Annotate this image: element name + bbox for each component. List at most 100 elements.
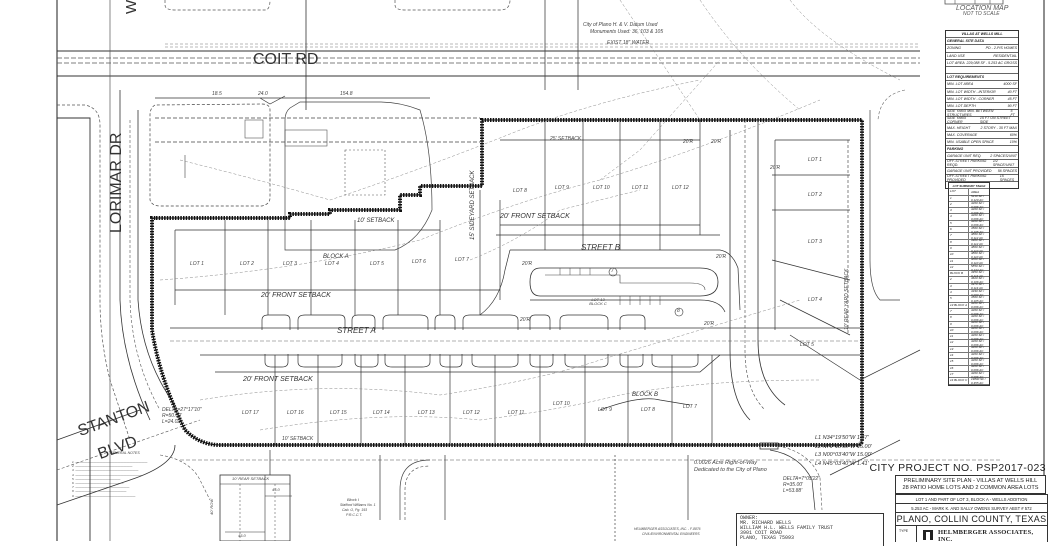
- lot-id: 10: [949, 252, 969, 258]
- lot-id: 16: [949, 365, 969, 371]
- plan-title-line2: 28 PATIO HOME LOTS AND 2 COMMON AREA LOT…: [902, 485, 1039, 491]
- lot-label: LOT 3: [283, 261, 297, 267]
- lot-area: 4200 SF / 0.096 AC: [971, 351, 984, 360]
- site-data-title: VILLAS AT WELLS MILL: [946, 31, 1018, 39]
- site-data-value: 2 SPACES/UNIT: [990, 154, 1017, 159]
- general-notes-title: GENERAL NOTES: [110, 451, 140, 455]
- detail-dim-2: 45.0: [238, 533, 246, 538]
- curve-west-length: L=24.02': [162, 419, 182, 425]
- lot-label: LOT 2: [240, 261, 254, 267]
- lot-area: 4330 SF / 0.099 AC: [971, 288, 984, 297]
- engineer-line1: HELMBERGER ASSOCIATES, INC. - F-8876: [634, 527, 701, 531]
- parking-count-7: 7: [611, 268, 614, 274]
- datum-note-line1: City of Plano H. & V. Datum Used: [583, 22, 658, 28]
- curve-east-length: L=53.88': [783, 488, 803, 494]
- lot-area: 4860 SF / 0.112 AC: [971, 232, 984, 241]
- site-data-value: RESIDENTIAL: [993, 53, 1017, 58]
- site-data-key: MIN. LOT WIDTH - INTERIOR: [947, 89, 996, 94]
- site-data-value: 15 SPACES: [999, 173, 1015, 182]
- line-table-row: L2 N79°18'50"W 15.00': [815, 443, 872, 450]
- lot-area: 19800 SF / 0.455 AC: [971, 376, 986, 385]
- owner-line: PLANO, TEXAS 75093: [740, 535, 795, 541]
- lot-label: LOT 12: [463, 410, 480, 416]
- lot-id: 8: [949, 239, 969, 245]
- sideyard-setback-label: 15' SIDEYARD SETBACK: [470, 170, 476, 240]
- lot-label: LOT 8: [641, 407, 655, 413]
- lot-id: 3: [949, 208, 969, 214]
- radius-label: 20'R: [770, 165, 781, 171]
- lot-label-east: LOT 2: [808, 192, 822, 198]
- site-data-value: 1/2 SPACE/UNIT: [992, 159, 1015, 168]
- block-i-desc2: Cab. O, Pg. 193: [342, 508, 368, 512]
- dim-label-1: 18.5: [212, 91, 222, 97]
- site-data-key: GENERAL SITE DATA: [947, 39, 984, 44]
- lot-id: 11: [949, 258, 969, 264]
- lot-area: 4200 SF / 0.096 AC: [971, 313, 984, 322]
- block-c-label: LOT 13 BLOCK C: [589, 297, 607, 306]
- divider: [916, 526, 917, 542]
- site-data-row: OFF-STREET PARKING PROVIDED 15 SPACES: [946, 173, 1018, 182]
- lot-area: 4200 SF / 0.096 AC: [971, 301, 984, 310]
- lot-area: 4970 SF / 0.114 AC: [971, 282, 984, 291]
- site-data-row: LAND USE RESIDENTIAL: [946, 53, 1018, 60]
- lot-label: LOT 13: [418, 410, 435, 416]
- block-i-desc3: P.R.C.C.T.: [346, 513, 363, 517]
- site-data-value: 56 SPACES: [997, 168, 1017, 173]
- site-data-key: PARKING: [947, 147, 964, 152]
- front-setback-label-south: 20' FRONT SETBACK: [243, 376, 313, 383]
- lot-id: 12: [949, 340, 969, 346]
- dim-label-2: 24.0: [258, 91, 268, 97]
- lot-id: BLOCK B: [949, 271, 969, 277]
- water-line-label: EXIST 18" WATER: [607, 40, 650, 46]
- site-data-key: OFF-STREET PARKING PROVIDED: [947, 173, 987, 182]
- owner-line: MR. RICHARD WELLS: [740, 520, 792, 526]
- site-data-row: PARKING: [946, 146, 1018, 154]
- lot-id: 5: [949, 220, 969, 227]
- title-block: CITY PROJECT NO. PSP2017-023 PRELIMINARY…: [868, 462, 1048, 543]
- lot-area: 4200 SF / 0.096 AC: [971, 326, 984, 335]
- site-data-key: LAND USE: [947, 53, 965, 58]
- lot-id: 7: [949, 308, 969, 315]
- row-dedication-line2: Dedicated to the City of Plano: [694, 467, 767, 473]
- front-setback-label-north: 20' FRONT SETBACK: [261, 292, 331, 299]
- detail-dim-1: 45.0: [272, 487, 280, 492]
- lot-id: 7: [949, 233, 969, 239]
- lot-label: LOT 11: [632, 185, 649, 191]
- lot-id: 9: [949, 321, 969, 327]
- owner-line: 3901 COIT ROAD: [740, 530, 783, 536]
- curve-west-delta: DELTA=27°17'10": [162, 407, 202, 413]
- radius-label: 20'R: [704, 321, 715, 327]
- area-col-header: AREA: [971, 189, 980, 194]
- lot-label-east: LOT 4: [808, 297, 822, 303]
- site-data-key: MIN. USABLE OPEN SPACE: [947, 139, 994, 144]
- detail-row-label: 40' ROW: [209, 498, 214, 515]
- detail-rear-setback: 10' REAR SETBACK: [232, 476, 270, 481]
- block-a-label: BLOCK A: [323, 254, 349, 260]
- lot-id: 17: [949, 371, 969, 378]
- lot-id: 4: [949, 214, 969, 220]
